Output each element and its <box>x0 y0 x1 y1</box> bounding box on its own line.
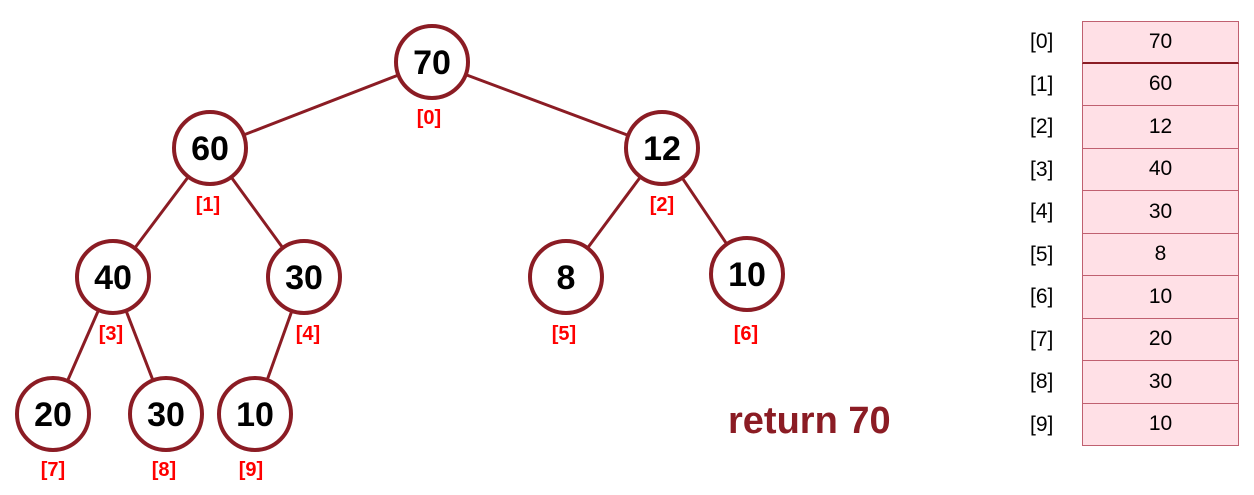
node-circle <box>15 376 91 452</box>
node-index-label: [3] <box>99 323 123 345</box>
array-index-label: [9] <box>1030 412 1054 436</box>
array-row: [9] 10 <box>1030 403 1239 446</box>
array-index-label: [0] <box>1030 30 1054 54</box>
node-value: 20 <box>34 396 72 434</box>
heap-array: [0] 70 [1] 60 [2] 12 [3] 40 [4] 30 [5] 8 [6] 10… <box>1030 21 1239 446</box>
array-index-label: [8] <box>1030 370 1054 394</box>
return-text: return 70 <box>728 400 891 442</box>
heap-node: 30 [8] <box>128 376 204 481</box>
node-value: 30 <box>285 259 323 297</box>
array-index-label: [6] <box>1030 285 1054 309</box>
array-row: [4] 30 <box>1030 191 1239 234</box>
node-circle <box>75 239 151 315</box>
array-index-label: [3] <box>1030 157 1054 181</box>
array-index-label: [1] <box>1030 72 1054 96</box>
array-index-label: [5] <box>1030 242 1054 266</box>
tree-edges <box>66 73 729 382</box>
node-circle <box>528 239 604 315</box>
array-cell: 10 <box>1082 403 1239 446</box>
node-index-label: [1] <box>196 194 220 216</box>
node-index-label: [5] <box>552 323 576 345</box>
heap-node: 10 [9] <box>217 376 293 481</box>
node-value: 10 <box>236 396 274 434</box>
node-circle <box>172 110 248 186</box>
node-value: 8 <box>557 259 576 297</box>
node-value: 70 <box>413 44 451 82</box>
tree-edge <box>229 176 285 249</box>
array-cell: 60 <box>1082 63 1239 106</box>
node-index-label: [2] <box>650 194 674 216</box>
tree-edge <box>66 309 100 382</box>
heap-node: 10 [6] <box>709 236 785 345</box>
array-cell: 40 <box>1082 148 1239 191</box>
node-index-label: [8] <box>152 459 176 481</box>
node-index-label: [4] <box>296 323 320 345</box>
tree-edge <box>680 177 729 245</box>
heap-node: 20 [7] <box>15 376 91 481</box>
heap-node: 70 [0] <box>394 24 470 129</box>
array-row: [5] 8 <box>1030 233 1239 276</box>
heap-node: 8 [5] <box>528 239 604 345</box>
array-cell: 10 <box>1082 276 1239 319</box>
tree-edge <box>124 310 155 381</box>
array-row: [1] 60 <box>1030 63 1239 106</box>
array-cell: 30 <box>1082 361 1239 404</box>
heap-node: 60 [1] <box>172 110 248 216</box>
node-circle <box>709 236 785 312</box>
node-value: 12 <box>643 130 681 168</box>
node-circle <box>624 110 700 186</box>
node-index-label: [6] <box>734 323 758 345</box>
node-value: 30 <box>147 396 185 434</box>
node-value: 40 <box>94 259 132 297</box>
array-index-label: [2] <box>1030 115 1054 139</box>
node-value: 60 <box>191 130 229 168</box>
node-value: 10 <box>728 256 766 294</box>
node-circle <box>394 24 470 100</box>
array-cell: 30 <box>1082 191 1239 234</box>
node-index-label: [9] <box>239 459 263 481</box>
array-row: [7] 20 <box>1030 318 1239 361</box>
node-circle <box>266 239 342 315</box>
array-row: [3] 40 <box>1030 148 1239 191</box>
array-cell: 20 <box>1082 318 1239 361</box>
heap-node: 40 [3] <box>75 239 151 345</box>
node-circle <box>217 376 293 452</box>
tree-edge <box>243 73 399 137</box>
tree-edge <box>465 73 629 137</box>
heap-node: 30 [4] <box>266 239 342 345</box>
node-index-label: [7] <box>41 459 65 481</box>
tree-edge <box>586 175 642 250</box>
node-index-label: [0] <box>417 107 441 129</box>
array-index-label: [4] <box>1030 200 1054 224</box>
array-row: [6] 10 <box>1030 276 1239 319</box>
array-row: [0] 70 <box>1030 21 1239 64</box>
array-cell: 70 <box>1082 21 1239 64</box>
tree-edge <box>265 310 294 381</box>
tree-edge <box>133 175 190 250</box>
heap-node: 12 [2] <box>624 110 700 216</box>
array-cell: 12 <box>1082 106 1239 149</box>
array-row: [8] 30 <box>1030 361 1239 404</box>
array-row: [2] 12 <box>1030 106 1239 149</box>
array-index-label: [7] <box>1030 327 1054 351</box>
node-circle <box>128 376 204 452</box>
array-cell: 8 <box>1082 233 1239 276</box>
